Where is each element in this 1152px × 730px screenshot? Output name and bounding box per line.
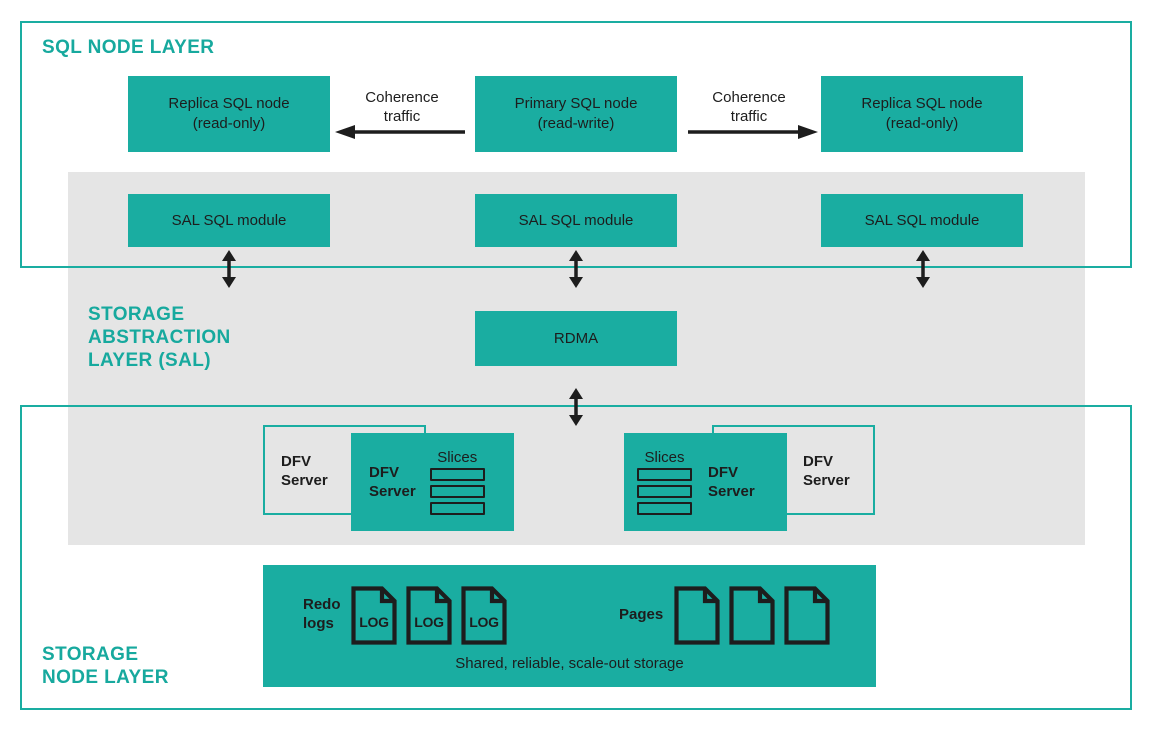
- sal-sql-module-left[interactable]: SAL SQL module: [128, 194, 330, 247]
- page-document-icon: [674, 586, 720, 645]
- slice-bar: [637, 468, 692, 481]
- dfv-server-filled-right[interactable]: Slices DFV Server: [624, 433, 787, 531]
- storage-node-layer-title: STORAGE NODE LAYER: [42, 644, 169, 688]
- sal-sql-module-right[interactable]: SAL SQL module: [821, 194, 1023, 247]
- coherence-arrow-left-icon: [335, 125, 465, 139]
- log-document-icon: LOG: [406, 586, 452, 645]
- dfv-server-outline-left-label: DFV Server: [281, 453, 328, 489]
- coherence-traffic-label-left: Coherence traffic: [365, 89, 439, 125]
- redo-logs-label: Redo logs: [303, 596, 341, 632]
- sal-module-center-arrow-icon: [568, 250, 584, 288]
- slices-caption-left: Slices: [437, 449, 478, 466]
- rdma-arrow-icon: [568, 388, 584, 426]
- log-document-icon: LOG: [461, 586, 507, 645]
- slices-group-right: Slices: [637, 449, 692, 515]
- dfv-server-outline-right-label: DFV Server: [803, 453, 850, 489]
- slice-bar: [637, 485, 692, 498]
- slice-bar: [429, 485, 485, 498]
- redo-log-doc-row: LOG LOG LOG: [351, 586, 507, 645]
- log-document-label: LOG: [359, 614, 389, 630]
- storage-abstraction-layer-title: STORAGE ABSTRACTION LAYER (SAL): [88, 304, 231, 371]
- shared-storage-panel: Redo logs LOG LOG: [263, 565, 876, 687]
- sal-module-left-arrow-icon: [221, 250, 237, 288]
- dfv-server-filled-left-label: DFV Server: [369, 464, 416, 500]
- slices-caption-right: Slices: [644, 449, 685, 466]
- slice-bar: [637, 502, 692, 515]
- sql-node-replica-left[interactable]: Replica SQL node (read-only): [128, 76, 330, 152]
- slice-bar: [429, 468, 485, 481]
- dfv-server-filled-left[interactable]: DFV Server Slices: [351, 433, 514, 531]
- coherence-traffic-label-right: Coherence traffic: [712, 89, 786, 125]
- page-doc-row: [674, 586, 830, 645]
- dfv-server-filled-right-label: DFV Server: [708, 464, 755, 500]
- storage-subcaption: Shared, reliable, scale-out storage: [455, 655, 684, 672]
- log-document-icon: LOG: [351, 586, 397, 645]
- sql-node-primary[interactable]: Primary SQL node (read-write): [475, 76, 677, 152]
- page-document-icon: [784, 586, 830, 645]
- sal-sql-module-center[interactable]: SAL SQL module: [475, 194, 677, 247]
- coherence-arrow-right-icon: [688, 125, 818, 139]
- page-document-icon: [729, 586, 775, 645]
- sql-node-layer-title: SQL NODE LAYER: [42, 37, 215, 58]
- log-document-label: LOG: [469, 614, 499, 630]
- sal-module-right-arrow-icon: [915, 250, 931, 288]
- rdma-box[interactable]: RDMA: [475, 311, 677, 366]
- log-document-label: LOG: [414, 614, 444, 630]
- pages-label: Pages: [619, 606, 664, 623]
- slice-bar: [429, 502, 485, 515]
- slices-group-left: Slices: [429, 449, 485, 515]
- sql-node-replica-right[interactable]: Replica SQL node (read-only): [821, 76, 1023, 152]
